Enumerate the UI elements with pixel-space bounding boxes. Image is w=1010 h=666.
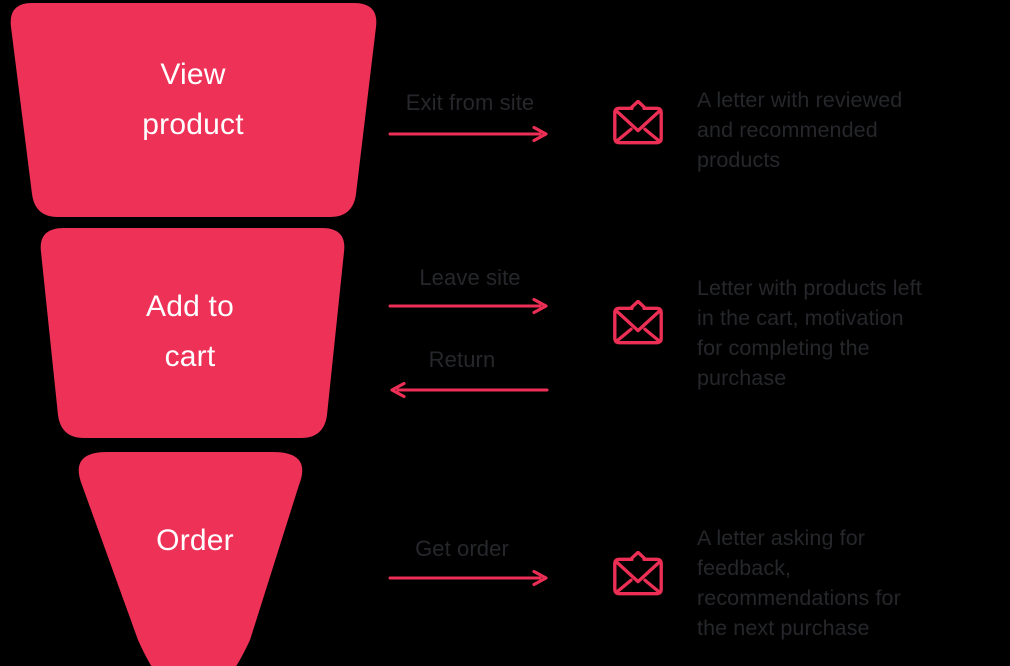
flow-label-return: Return xyxy=(428,347,496,372)
email-icon xyxy=(613,300,663,345)
funnel-stage-add-to-cart-shape xyxy=(40,228,345,438)
email-note-reviewed-products: A letter with reviewed and recommended p… xyxy=(697,88,903,172)
arrow-right-icon xyxy=(388,125,548,143)
stage-label-view-product: View product xyxy=(142,58,244,141)
funnel-shapes xyxy=(10,3,377,666)
stage-label-add-to-cart: Add to cart xyxy=(146,290,234,373)
arrow-right-icon xyxy=(388,297,548,315)
flow-label-get-order: Get order xyxy=(415,536,509,561)
arrow-left-icon xyxy=(390,381,549,399)
funnel-stage-view-product-shape xyxy=(10,3,377,217)
email-note-cart-reminder: Letter with products left in the cart, m… xyxy=(697,276,922,390)
arrow-right-icon xyxy=(388,569,548,587)
funnel-stage-order-shape xyxy=(78,452,303,666)
flow-label-leave-site: Leave site xyxy=(419,265,521,290)
email-note-feedback-request: A letter asking for feedback, recommenda… xyxy=(697,526,901,640)
stage-label-order: Order xyxy=(156,524,234,557)
email-icon xyxy=(613,551,663,596)
flow-label-exit-from-site: Exit from site xyxy=(405,90,535,115)
email-icon xyxy=(613,100,663,145)
